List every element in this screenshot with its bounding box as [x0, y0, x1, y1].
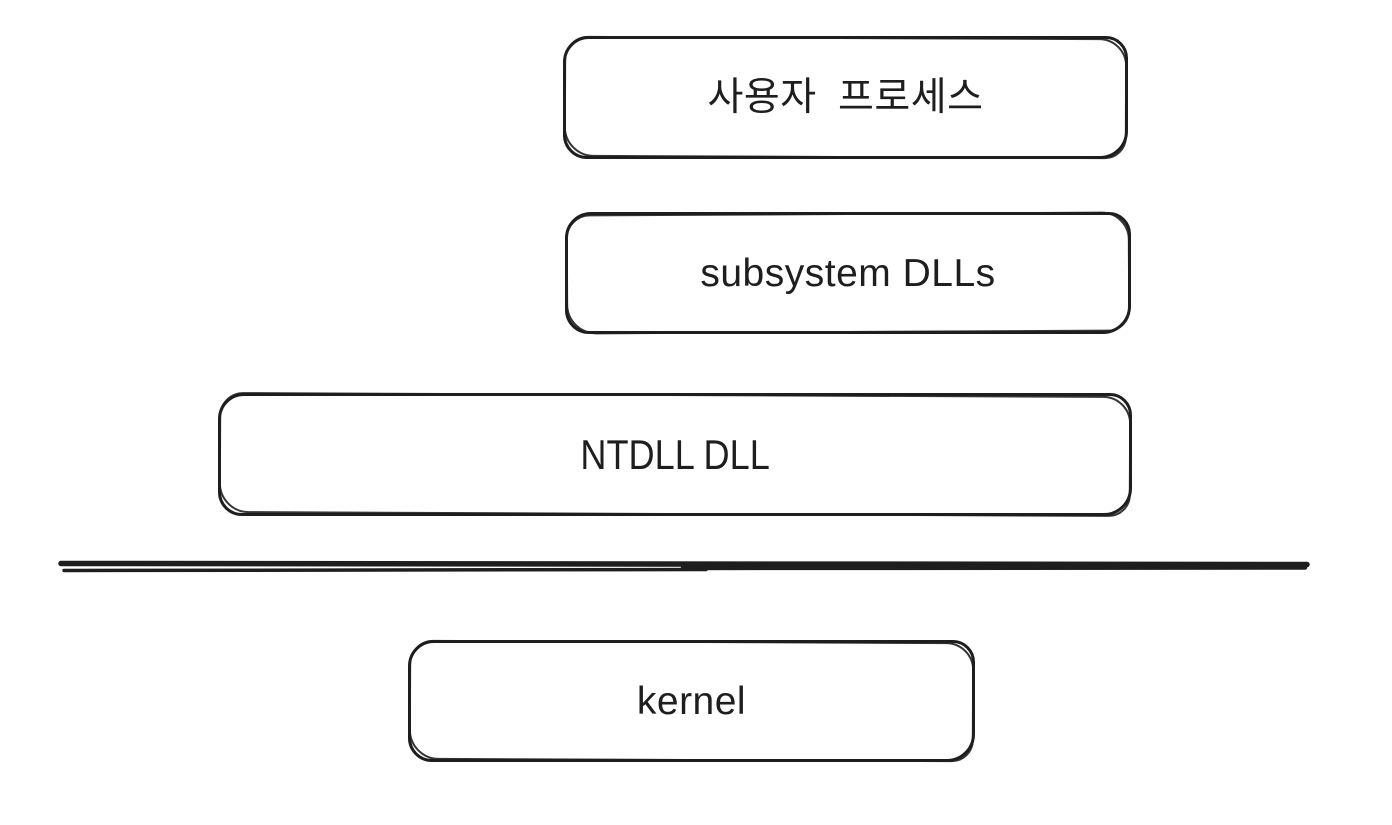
box-kernel: kernel: [408, 640, 975, 762]
box-subsystem-dlls-label: subsystem DLLs: [700, 251, 996, 295]
box-ntdll-dll-label: NTDLL DLL: [580, 430, 770, 478]
box-user-process-label: 사용자 프로세스: [707, 76, 984, 119]
box-ntdll-dll: NTDLL DLL: [218, 393, 1132, 516]
user-kernel-boundary-line: [58, 555, 1310, 575]
box-user-process: 사용자 프로세스: [563, 36, 1128, 159]
box-kernel-label: kernel: [636, 679, 747, 723]
box-subsystem-dlls: subsystem DLLs: [565, 212, 1131, 334]
boundary-line-strokes: [58, 560, 1310, 573]
